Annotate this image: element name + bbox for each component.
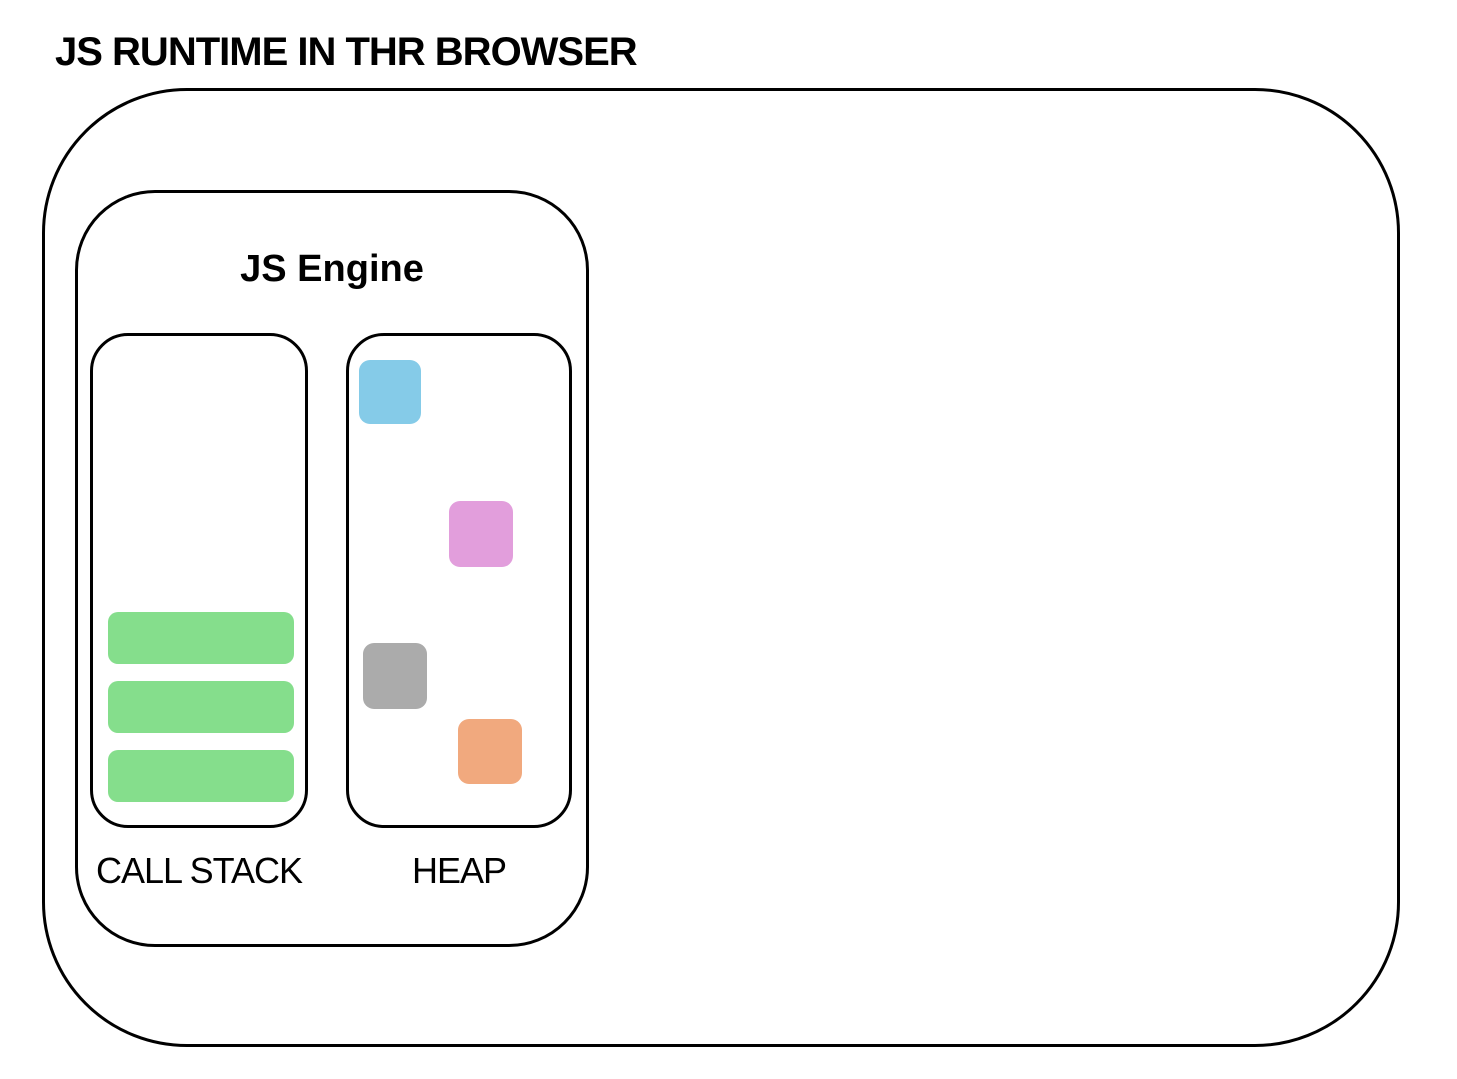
js-engine-label: JS Engine bbox=[240, 248, 424, 290]
heap-object-gray bbox=[363, 643, 427, 709]
call-stack-box bbox=[90, 333, 308, 828]
heap-object-blue bbox=[359, 360, 421, 424]
heap-label: HEAP bbox=[411, 850, 507, 891]
call-stack-frames bbox=[93, 612, 305, 825]
call-stack-label: CALL STACK bbox=[95, 850, 303, 891]
heap-object-pink bbox=[449, 501, 513, 567]
heap-object-orange bbox=[458, 719, 522, 784]
heap-box bbox=[346, 333, 572, 828]
stack-frame bbox=[108, 681, 294, 733]
page-title: JS RUNTIME IN THR BROWSER bbox=[55, 30, 638, 74]
stack-frame bbox=[108, 612, 294, 664]
stack-frame bbox=[108, 750, 294, 802]
